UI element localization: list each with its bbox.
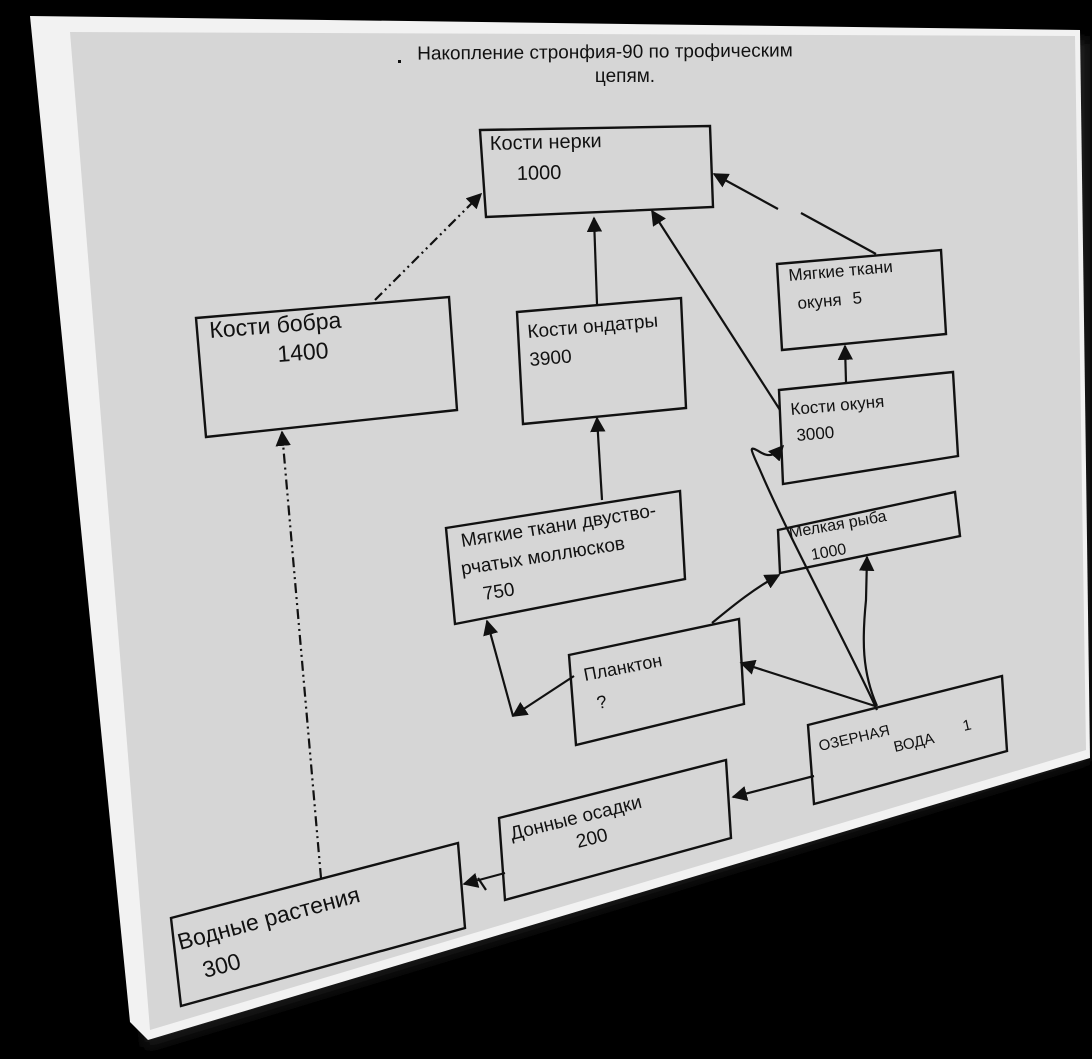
arrow-ondatra-to-nerka [586,216,603,305]
arrow-plankton-to-small-fish [711,574,781,624]
node-plankton: Планктон ? [567,617,746,747]
arrow-okun-bones-to-nerka [651,209,781,411]
arrow-plankton-to-mollusks-1 [511,675,575,717]
arrow-sediments-to-plants-tail [477,877,487,891]
node-ondatra: Кости ондатры 3900 [515,296,688,426]
node-mollusks-value: 750 [481,579,516,605]
slide-title-line2: цепям. [595,66,655,87]
node-bobr: Кости бобра 1400 [194,295,459,439]
node-plants: Водные растения 300 [169,841,467,1008]
node-lake-water-value: 1 [961,716,973,734]
arrow-water-to-okun-bones [750,444,879,711]
arrow-okun-soft-to-nerka-2 [712,173,779,210]
node-ondatra-value: 3900 [529,346,573,371]
node-lake-water: ОЗЕРНАЯ ВОДА 1 [806,674,1009,806]
arrow-bobr-to-nerka [374,192,483,301]
arrow-plants-to-bobr [275,430,323,879]
node-plankton-value: ? [595,691,609,713]
node-okun-bones-value: 3000 [796,423,835,445]
node-sediments: Донные осадки 200 [497,758,733,902]
node-okun-soft-line2: окуня [797,290,843,313]
node-okun-soft: Мягкие ткани окуня 5 [775,248,948,352]
node-nerka-value: 1000 [517,162,562,185]
node-bobr-value: 1400 [276,337,329,367]
title-dot [398,60,401,63]
arrow-mollusks-to-ondatra [590,416,606,501]
arrow-plankton-to-mollusks-2 [483,619,515,717]
arrow-okun-bones-to-soft [837,344,854,383]
slide-title-line1: Накопление стронфия-90 по трофическим [417,40,793,64]
node-small-fish-value: 1000 [810,541,848,564]
node-nerka-label: Кости нерки [490,130,602,155]
arrow-water-to-sediments [731,774,815,801]
arrow-water-to-small-fish [858,555,879,707]
arrow-sediments-to-plants [462,871,506,888]
arrow-water-to-plankton [739,659,876,708]
arrow-okun-soft-to-nerka-1 [800,212,877,255]
node-mollusks: Мягкие ткани двуство- рчатых моллюсков 7… [444,489,687,626]
node-nerka: Кости нерки 1000 [478,124,715,219]
node-okun-soft-value: 5 [852,288,863,308]
